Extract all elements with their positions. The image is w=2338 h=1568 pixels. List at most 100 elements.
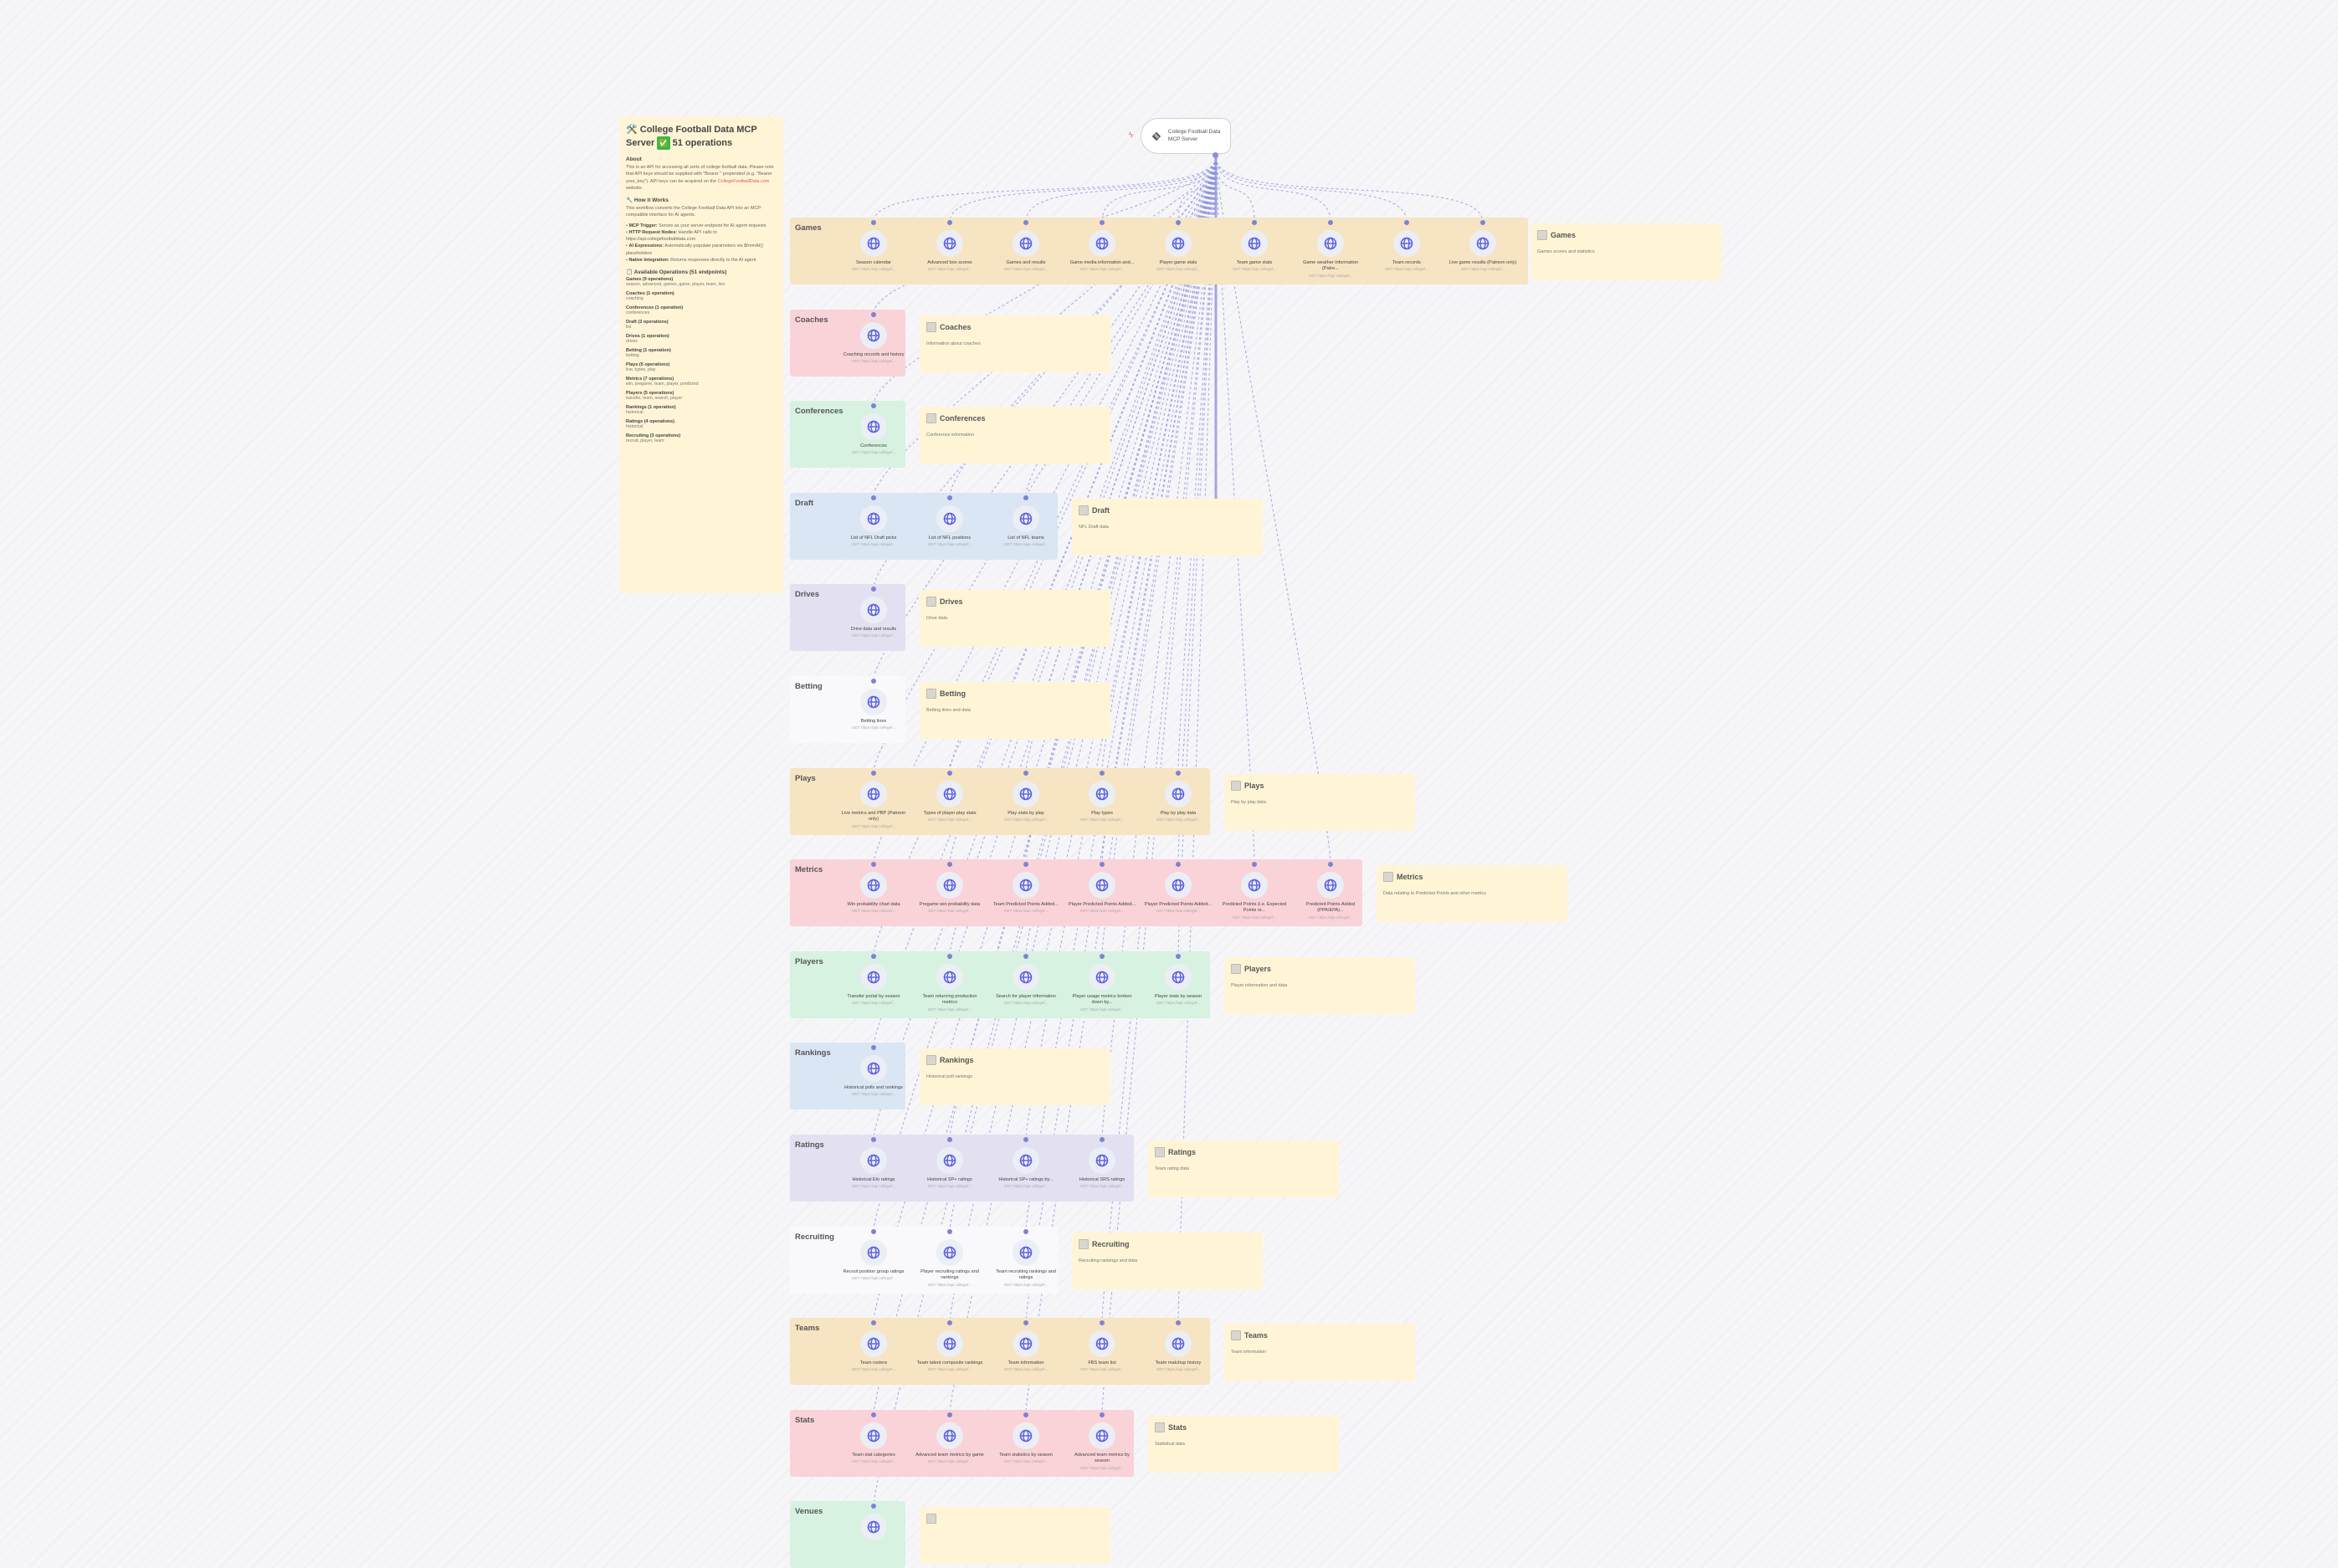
globe-icon [1013,505,1039,532]
node-input-handle[interactable] [947,1412,952,1417]
section-metrics[interactable]: Metrics [790,859,1362,926]
node-input-handle[interactable] [947,954,952,959]
node-input-handle[interactable] [1480,220,1485,225]
section-drives[interactable]: Drives [790,584,905,651]
node-input-handle[interactable] [947,771,952,776]
section-venues[interactable]: Venues [790,1501,905,1568]
node-subtitle: GET: https://api.collegef... [851,267,896,272]
node-input-handle[interactable] [871,587,876,592]
node-input-handle[interactable] [1100,220,1105,225]
globe-icon [936,230,963,257]
node-input-handle[interactable] [1023,771,1028,776]
node-input-handle[interactable] [1023,1412,1028,1417]
node-input-handle[interactable] [1023,1137,1028,1142]
node-input-handle[interactable] [1023,1320,1028,1325]
operation-group: Ratings (4 operations)historical [626,419,777,429]
section-conferences[interactable]: Conferences [790,401,905,468]
info-note-venues[interactable] [920,1507,1110,1564]
node-input-handle[interactable] [871,1504,876,1509]
node-title: Player usage metrics broken down by... [1072,994,1132,1006]
node-input-handle[interactable] [871,862,876,867]
node-input-handle[interactable] [1328,220,1333,225]
node-input-handle[interactable] [871,312,876,317]
node-input-handle[interactable] [871,220,876,225]
section-recruiting[interactable]: Recruiting [790,1227,1058,1294]
node-input-handle[interactable] [1176,954,1181,959]
globe-icon [936,1422,963,1449]
node-input-handle[interactable] [871,1045,876,1050]
section-betting[interactable]: Betting [790,676,905,743]
section-players[interactable]: Players [790,951,1210,1018]
node-input-handle[interactable] [871,1137,876,1142]
node-input-handle[interactable] [871,1229,876,1234]
node-input-handle[interactable] [1023,220,1028,225]
note-icon [926,597,936,607]
node-input-handle[interactable] [1404,220,1409,225]
node-input-handle[interactable] [1176,771,1181,776]
mcp-trigger-node[interactable]: College Football Data MCP Server [1141,118,1231,154]
node-input-handle[interactable] [1100,1137,1105,1142]
node-input-handle[interactable] [1252,220,1257,225]
node-title: Predicted Points Added (PPA/EPA)... [1305,902,1356,914]
trigger-output-handle[interactable] [1213,152,1218,158]
node-input-handle[interactable] [1023,495,1028,500]
node-input-handle[interactable] [1023,862,1028,867]
section-rankings[interactable]: Rankings [790,1043,905,1109]
node-input-handle[interactable] [871,1320,876,1325]
operation-group-name: Drives (1 operation) [626,334,669,339]
node-title: Types of player play stats [923,811,977,816]
node-title: Game weather information (Patre... [1303,260,1358,272]
node-input-handle[interactable] [947,1137,952,1142]
node-input-handle[interactable] [1176,862,1181,867]
node-input-handle[interactable] [871,1412,876,1417]
node-input-handle[interactable] [1023,1229,1028,1234]
section-stats[interactable]: Stats [790,1410,1134,1477]
section-ratings[interactable]: Ratings [790,1135,1134,1202]
node-input-handle[interactable] [871,771,876,776]
section-teams[interactable]: Teams [790,1318,1210,1385]
section-plays[interactable]: Plays [790,768,1210,835]
node-input-handle[interactable] [1023,954,1028,959]
section-draft[interactable]: Draft [790,493,1058,560]
node-input-handle[interactable] [1100,954,1105,959]
node-input-handle[interactable] [947,1229,952,1234]
globe-icon [936,781,963,807]
node-input-handle[interactable] [1328,862,1333,867]
node-input-handle[interactable] [1176,220,1181,225]
node-input-handle[interactable] [1100,1320,1105,1325]
cfd-link[interactable]: CollegeFootballData.com [717,178,770,184]
node-input-handle[interactable] [1100,1412,1105,1417]
node-input-handle[interactable] [1100,862,1105,867]
node-input-handle[interactable] [1100,771,1105,776]
node-input-handle[interactable] [1252,862,1257,867]
node-input-handle[interactable] [871,679,876,684]
node-input-handle[interactable] [871,495,876,500]
section-coaches[interactable]: Coaches [790,310,905,377]
node-title: List of NFL teams [1007,535,1044,541]
globe-icon [860,964,887,991]
node-input-handle[interactable] [1176,1320,1181,1325]
node-input-handle[interactable] [871,403,876,408]
node-input-handle[interactable] [871,954,876,959]
node-input-handle[interactable] [947,862,952,867]
node-input-handle[interactable] [947,220,952,225]
overview-sticky-note[interactable]: 🛠️ College Football Data MCP Server ✅ 51… [619,116,783,593]
node-input-handle[interactable] [947,495,952,500]
node-input-handle[interactable] [947,1320,952,1325]
